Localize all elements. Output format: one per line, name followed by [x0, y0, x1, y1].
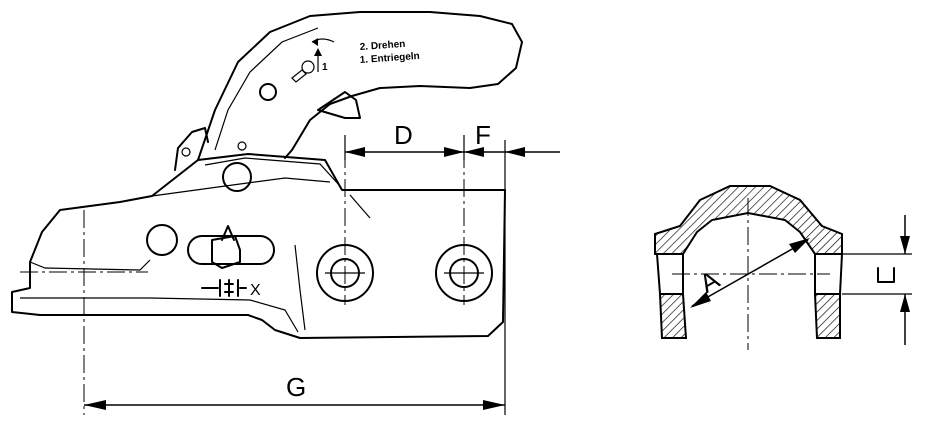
ball-socket-section: A	[654, 185, 912, 350]
dimension-thickness	[842, 215, 912, 345]
dimension-d: D	[344, 120, 465, 160]
dimension-f: F	[464, 120, 560, 157]
bracket-pin-hole	[181, 147, 191, 157]
handle-lug	[317, 91, 361, 119]
housing-upper-hole	[222, 162, 252, 192]
housing-rear-contour	[294, 244, 306, 331]
coupling-handle	[197, 11, 523, 161]
housing-front-contour	[29, 259, 151, 271]
handle-instruction-line1: 2. Drehen	[359, 39, 405, 53]
housing-lower-contour	[20, 297, 299, 333]
handle-instruction-line2: 1. Entriegeln	[359, 51, 420, 66]
dimension-g-label: G	[286, 372, 306, 402]
coupling-side-view: X 2. Drehen 1. Entriegeln 1	[11, 11, 560, 415]
coupling-housing-outline	[11, 153, 506, 339]
wear-indicator-label: X	[250, 282, 261, 299]
wear-indicator-slot	[187, 235, 275, 265]
dimension-a: A	[690, 238, 810, 308]
wear-indicator-marker	[221, 225, 235, 241]
housing-front-hole	[146, 224, 178, 256]
housing-slot-mark	[349, 194, 371, 219]
dimension-a-label: A	[694, 264, 725, 299]
handle-hole	[259, 83, 277, 101]
unlock-lever-icon	[291, 60, 315, 83]
dimension-g: G	[84, 372, 505, 410]
socket-left-leg	[658, 293, 688, 339]
socket-right-leg	[813, 293, 841, 339]
housing-inner-line	[204, 157, 341, 187]
dimension-f-label: F	[475, 120, 491, 150]
thickness-symbol	[877, 267, 895, 283]
wear-indicator-window	[211, 235, 241, 269]
socket-left-wall	[656, 253, 661, 295]
socket-right-wall	[839, 253, 843, 295]
dimension-d-label: D	[394, 120, 413, 150]
housing-mid-contour	[151, 177, 331, 197]
handle-inner-curve	[214, 27, 319, 151]
rotate-arrow-icon	[311, 38, 335, 72]
small-pin	[237, 141, 247, 151]
socket-dome-hatched	[654, 185, 843, 255]
spring-bracket	[174, 127, 209, 171]
wear-symbol: X	[201, 279, 261, 299]
handle-step-number: 1	[322, 62, 328, 73]
